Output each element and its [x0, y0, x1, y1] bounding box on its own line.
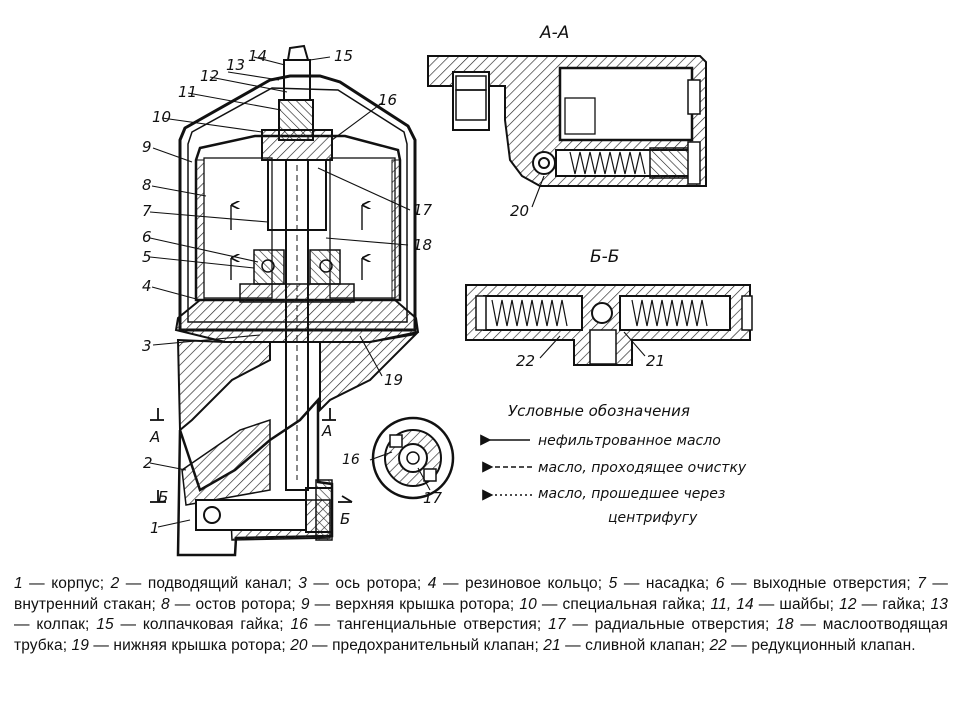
callout-18: 18 [413, 236, 432, 254]
caption-item-number: 5 [608, 575, 618, 592]
caption-item-number: 10 [519, 595, 537, 613]
callout-5: 5 [142, 248, 152, 266]
leader-20 [531, 175, 545, 208]
callout-6: 6 [142, 228, 152, 246]
caption-item-number: 4 [427, 575, 437, 592]
caption-item-number: 11, 14 [710, 595, 754, 613]
figure-caption: 1 — корпус; 2 — подводящий канал; 3 — ос… [14, 575, 948, 654]
section-mark-b-right: Б [340, 510, 350, 528]
caption-item-text: нижняя крышка ротора; [113, 636, 286, 654]
leader-22 [539, 335, 561, 359]
legend-item-filtering: масло, проходящее очистку [538, 460, 747, 476]
caption-item-number: 20 [290, 636, 308, 654]
caption-item-text: шайбы; [779, 595, 835, 613]
caption-item-number: 2 [110, 575, 120, 592]
caption-item-number: 21 [543, 636, 561, 654]
caption-item-number: 7 [917, 575, 926, 592]
legend-item-filtered: масло, прошедшее через [538, 486, 725, 502]
caption-item-text: колпак; [36, 616, 90, 634]
caption-item-number: 8 [161, 595, 170, 613]
callout-7: 7 [142, 202, 152, 220]
caption-item-number: 1 [14, 575, 23, 592]
section-aa [427, 55, 707, 187]
main-section [174, 44, 420, 557]
caption-item-text: корпус; [51, 575, 105, 592]
callout-2: 2 [143, 454, 153, 472]
callout-12: 12 [200, 67, 219, 85]
inset-callout-16: 16 [342, 452, 360, 468]
caption-item-number: 16 [290, 616, 308, 634]
caption-item-text: специальная гайка; [562, 595, 706, 613]
caption-item-text: редукционный клапан. [751, 636, 916, 654]
main-callouts: 1 2 3 4 5 6 7 8 9 10 11 12 13 14 15 16 1… [142, 47, 433, 537]
caption-item-text: выходные отверстия; [753, 575, 911, 592]
caption-item-text: предохранительный клапан; [332, 636, 539, 654]
section-mark-a-left: А [149, 428, 160, 446]
legend-item-filtered-cont: центрифугу [608, 510, 698, 526]
section-bb [465, 284, 753, 366]
callout-3: 3 [142, 337, 152, 355]
leader-21 [623, 331, 646, 357]
caption-item-number: 17 [548, 616, 566, 634]
caption-item-text: ось ротора; [335, 575, 422, 592]
callout-14: 14 [248, 47, 267, 65]
caption-item-text: маслоотводящая трубка; [14, 616, 948, 654]
caption-item-text: радиальные отверстия; [594, 616, 770, 634]
caption-item-text: сливной клапан; [585, 636, 706, 654]
callout-15: 15 [334, 47, 353, 65]
callout-9: 9 [142, 138, 152, 156]
legend: Условные обозначения нефильтрованное мас… [480, 402, 747, 526]
callout-13: 13 [226, 56, 245, 74]
callout-22: 22 [516, 352, 535, 370]
caption-item-text: остов ротора; [195, 595, 296, 613]
caption-item-number: 13 [930, 595, 948, 613]
leader-lines [149, 56, 411, 528]
caption-item-number: 18 [776, 616, 794, 634]
callout-20: 20 [510, 202, 529, 220]
section-bb-title: Б-Б [590, 247, 619, 267]
legend-item-unfiltered: нефильтрованное масло [538, 433, 721, 449]
callout-17: 17 [413, 201, 433, 219]
caption-item-number: 15 [96, 616, 114, 634]
legend-title: Условные обозначения [508, 402, 690, 420]
caption-item-number: 22 [709, 636, 727, 654]
callout-10: 10 [152, 108, 171, 126]
caption-item-text: насадка; [645, 575, 710, 592]
caption-item-number: 6 [715, 575, 725, 592]
inset-callout-17: 17 [423, 489, 443, 507]
caption-item-number: 9 [300, 595, 310, 613]
caption-item-text: подводящий канал; [147, 575, 292, 592]
section-mark-a-right: А [321, 422, 332, 440]
callout-4: 4 [142, 277, 152, 295]
callout-21: 21 [646, 352, 665, 370]
caption-item-number: 12 [839, 595, 857, 613]
caption-item-text: верхняя крышка ротора; [335, 595, 515, 613]
caption-item-text: гайка; [882, 595, 926, 613]
callout-19: 19 [384, 371, 403, 389]
caption-item-number: 3 [298, 575, 307, 592]
caption-item-text: внутренний стакан; [14, 595, 156, 613]
caption-item-text: резиновое кольцо; [465, 575, 603, 592]
callout-1: 1 [150, 519, 160, 537]
callout-11: 11 [178, 83, 197, 101]
section-mark-b-left: Б [158, 488, 168, 506]
caption-item-number: 19 [71, 636, 89, 654]
section-marks [150, 408, 353, 503]
caption-item-text: тангенциальные отверстия; [337, 616, 542, 634]
rotor-cross-section [369, 416, 455, 500]
centrifuge-drawing: А А Б Б 1 2 3 4 5 6 7 8 9 10 11 12 [142, 23, 753, 557]
callout-16: 16 [378, 91, 397, 109]
caption-item-text: колпачковая гайка; [142, 616, 284, 634]
callout-8: 8 [142, 176, 152, 194]
section-aa-title: А-А [539, 23, 569, 43]
